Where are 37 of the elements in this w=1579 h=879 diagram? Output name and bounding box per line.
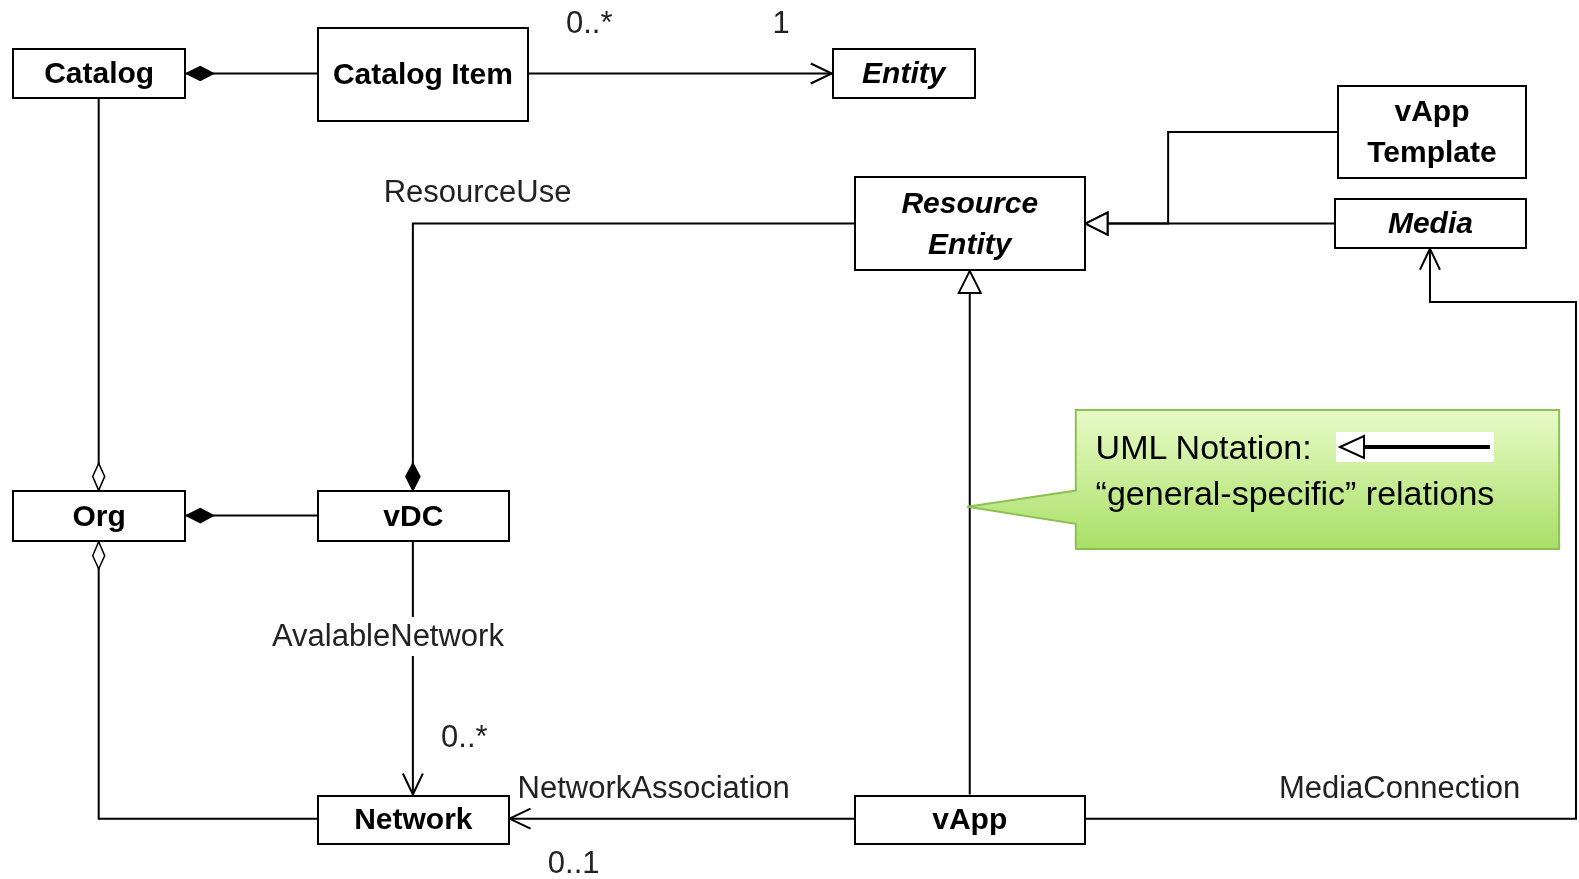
class-box	[317, 490, 510, 542]
edge-label: AvalableNetwork	[271, 617, 504, 657]
class-name: Entity	[862, 55, 946, 92]
class-box	[317, 794, 510, 845]
class-name: vApp	[932, 801, 1008, 838]
class-box	[1337, 84, 1527, 180]
multiplicity-label: 0..*	[441, 718, 488, 756]
association-line	[91, 540, 319, 820]
class-box	[1334, 198, 1527, 249]
arrow	[1084, 247, 1577, 820]
multiplicity-label: 0..*	[565, 4, 613, 42]
class-box	[831, 48, 976, 99]
class-name: Catalog Item	[332, 56, 513, 93]
arrow	[508, 807, 855, 830]
arrow	[957, 269, 982, 796]
association-line	[185, 507, 319, 524]
class-name: vApp Template	[1366, 93, 1498, 170]
association-line	[405, 222, 855, 492]
arrow	[1084, 211, 1336, 236]
arrow	[527, 62, 833, 85]
class-name: vDC	[383, 497, 444, 534]
class-box	[317, 27, 529, 122]
multiplicity-label: 0..1	[547, 843, 600, 879]
note-text: “general-specific” relations	[1095, 473, 1495, 515]
class-name: Org	[72, 497, 126, 534]
class-name: Resource Entity	[900, 185, 1040, 262]
multiplicity-label: 1	[772, 4, 790, 42]
class-name: Catalog	[44, 55, 155, 92]
association-line	[91, 97, 106, 492]
class-name: Network	[354, 801, 473, 838]
class-box	[12, 48, 187, 99]
class-name: Media	[1387, 205, 1473, 242]
class-box	[12, 490, 187, 542]
class-box	[853, 176, 1086, 271]
note-text: UML Notation:	[1095, 426, 1312, 468]
association-line	[185, 65, 319, 82]
class-box	[853, 794, 1086, 845]
